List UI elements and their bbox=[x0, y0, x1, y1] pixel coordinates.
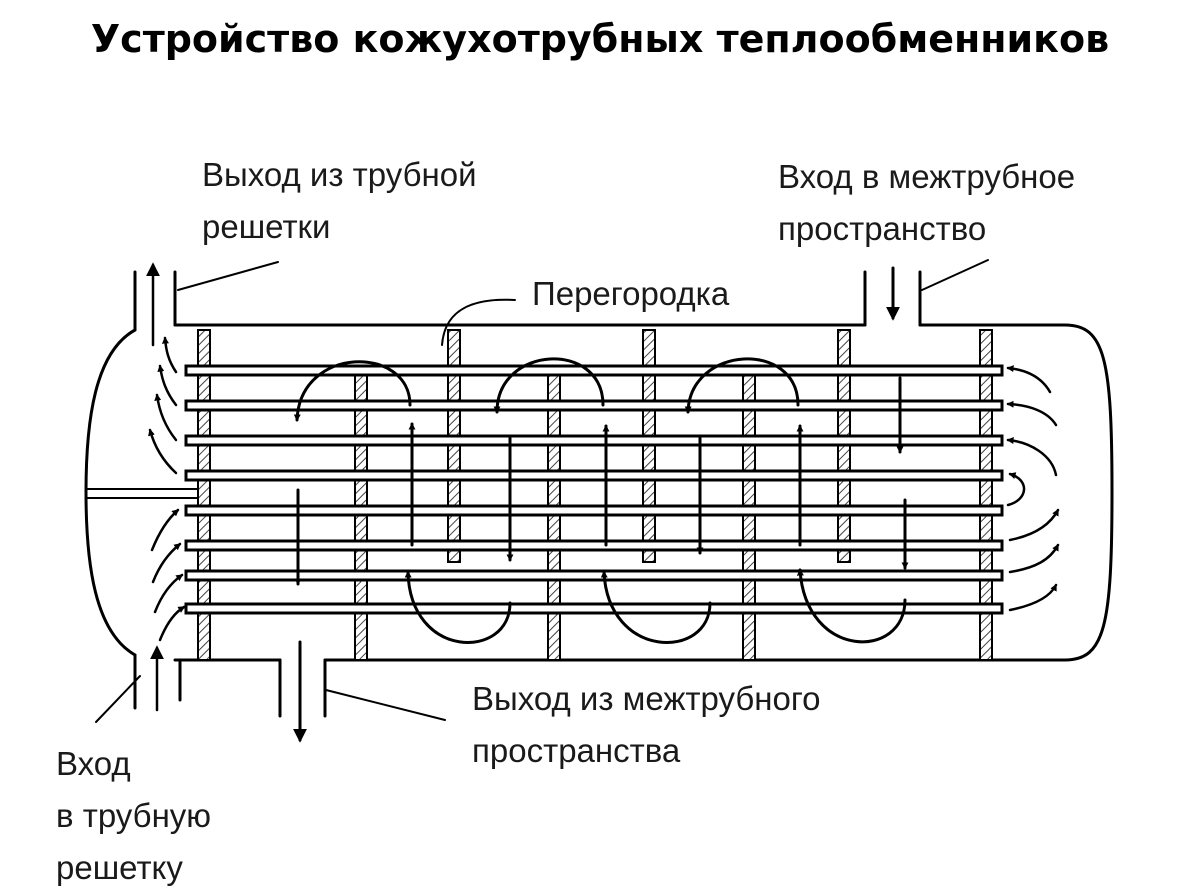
label-line: пространства bbox=[472, 732, 681, 769]
label-tube-outlet: Выход из трубной решетки bbox=[202, 156, 486, 245]
leader-shell-inlet bbox=[921, 259, 989, 291]
label-line: Выход из трубной bbox=[202, 156, 477, 193]
left-head bbox=[84, 328, 137, 657]
labels: Выход из трубной решетки Вход в межтрубн… bbox=[56, 156, 1084, 886]
leader-tube-inlet bbox=[95, 675, 141, 723]
tube-side-flow bbox=[146, 262, 1060, 712]
label-line: Выход из межтрубного bbox=[472, 680, 821, 717]
label-shell-outlet: Выход из межтрубного пространства bbox=[472, 680, 830, 769]
flow-arrow bbox=[154, 393, 178, 442]
label-tube-inlet: Вход в трубную решетку bbox=[56, 745, 220, 886]
tube bbox=[184, 469, 1004, 482]
flow-arrow bbox=[161, 336, 178, 374]
flow-arrow bbox=[153, 573, 184, 614]
flow-arrow bbox=[1008, 508, 1060, 542]
label-line: Вход в межтрубное bbox=[778, 158, 1075, 195]
right-head bbox=[1063, 323, 1114, 662]
shell-inlet-nozzle bbox=[863, 270, 922, 327]
flow-arrow bbox=[796, 568, 907, 644]
tube bbox=[184, 364, 1004, 377]
label-line: решетку bbox=[56, 849, 183, 886]
flow-arrow bbox=[158, 605, 186, 642]
shell bbox=[84, 270, 1114, 718]
leader-lines bbox=[95, 259, 989, 723]
label-shell-inlet: Вход в межтрубное пространство bbox=[778, 158, 1084, 247]
leader-baffle bbox=[441, 298, 516, 346]
label-baffle: Перегородка bbox=[532, 275, 730, 312]
baffle bbox=[742, 374, 756, 661]
flow-arrow bbox=[1008, 583, 1058, 612]
leader-shell-outlet bbox=[325, 689, 446, 721]
tube bbox=[184, 399, 1004, 412]
flow-arrow bbox=[1006, 437, 1058, 477]
flow-arrow bbox=[600, 570, 712, 644]
flow-arrow bbox=[150, 508, 180, 552]
tube-bundle bbox=[184, 364, 1004, 615]
label-line: Вход bbox=[56, 745, 131, 782]
tube bbox=[184, 434, 1004, 447]
flow-arrow bbox=[1006, 400, 1058, 427]
label-line: решетки bbox=[202, 208, 330, 245]
baffle bbox=[354, 374, 368, 661]
shell-outlet-nozzle bbox=[278, 658, 327, 718]
leader-tube-outlet bbox=[177, 261, 279, 291]
tube bbox=[184, 504, 1004, 517]
tube bbox=[184, 539, 1004, 552]
tube bbox=[184, 569, 1004, 582]
flow-arrow bbox=[293, 360, 412, 422]
flow-arrow bbox=[151, 542, 182, 584]
label-line: пространство bbox=[778, 210, 986, 247]
flow-arrow bbox=[157, 364, 178, 407]
flow-arrow bbox=[148, 428, 178, 475]
flow-arrow bbox=[1008, 543, 1060, 574]
flow-arrow bbox=[404, 570, 512, 644]
flow-arrow bbox=[1006, 472, 1026, 507]
shell-side-flow bbox=[293, 266, 909, 743]
flow-arrow bbox=[684, 357, 800, 414]
flow-arrow bbox=[493, 357, 605, 414]
baffle bbox=[547, 374, 561, 661]
flow-arrow bbox=[1006, 365, 1052, 394]
tube bbox=[184, 602, 1004, 615]
tube-outlet-nozzle bbox=[133, 270, 177, 332]
label-line: в трубную bbox=[56, 797, 211, 834]
diagram-title: Устройство кожухотрубных теплообменников bbox=[91, 17, 1109, 61]
pass-partition-plate bbox=[85, 488, 199, 499]
